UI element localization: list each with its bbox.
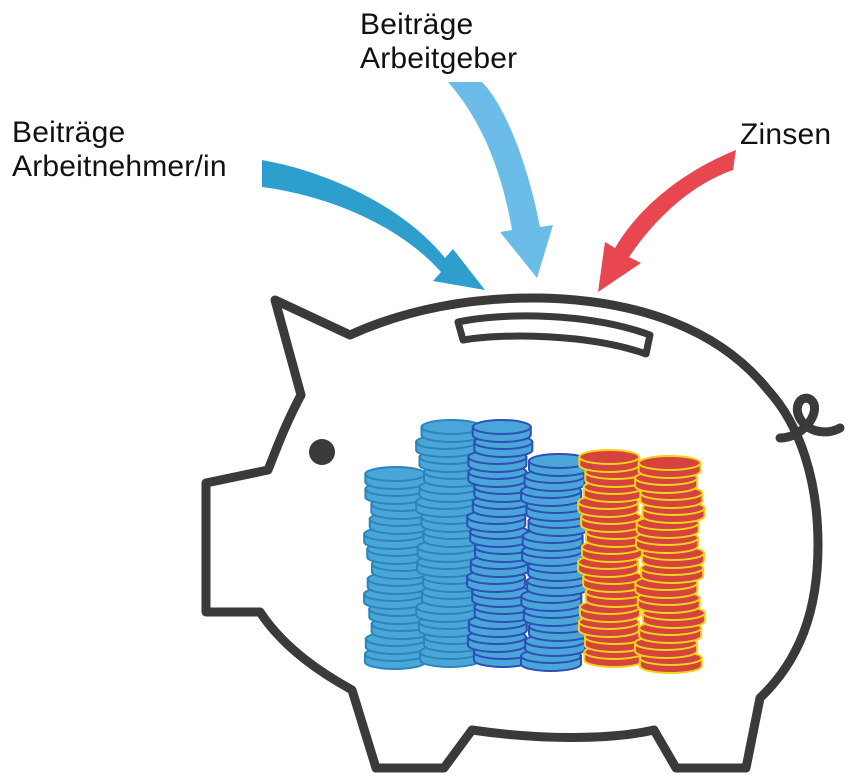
employee-arrow-icon <box>262 160 485 290</box>
interest-arrow-icon <box>598 150 736 292</box>
employer-arrow-icon <box>448 82 553 278</box>
coin-slot <box>458 316 650 354</box>
coin <box>579 450 639 472</box>
coin-stack-icon <box>635 456 705 673</box>
pig-eye <box>309 439 335 465</box>
coin <box>473 420 531 442</box>
coin <box>365 467 425 489</box>
coin-stacks <box>364 420 705 673</box>
coin <box>639 456 701 478</box>
